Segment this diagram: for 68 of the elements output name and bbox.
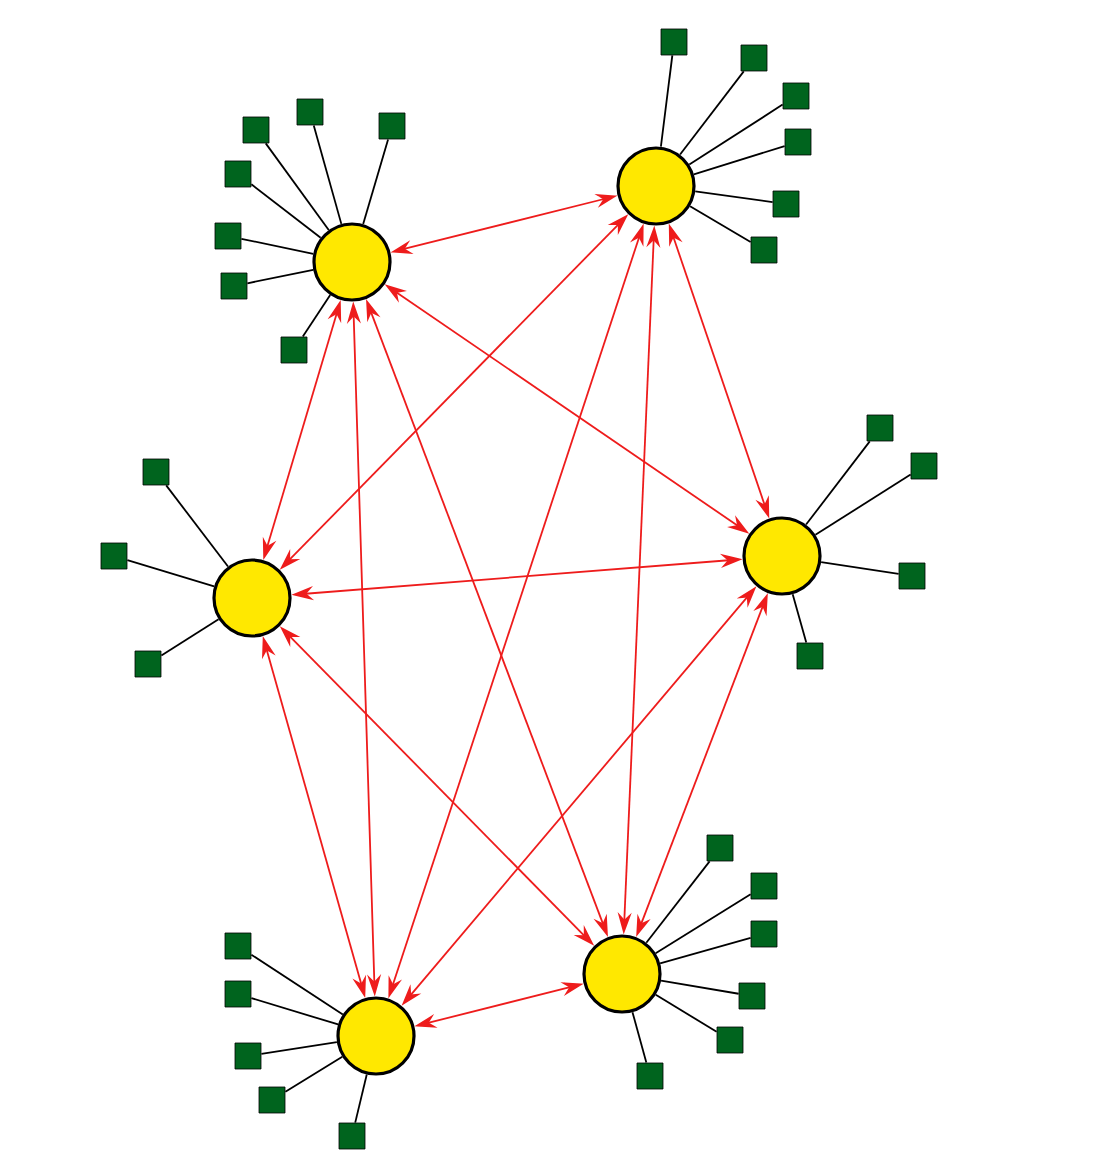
square-node <box>636 1062 664 1090</box>
connector-line <box>250 183 322 239</box>
connector-line <box>260 1041 338 1055</box>
connector-line <box>791 593 808 644</box>
connector-line <box>301 294 332 338</box>
connector-line <box>264 142 330 231</box>
square-node <box>716 1026 744 1054</box>
hub-circle <box>336 996 416 1076</box>
connector-line <box>654 893 752 955</box>
square-node <box>142 458 170 486</box>
connector-line <box>692 145 786 176</box>
square-node <box>750 872 778 900</box>
hub-circle <box>742 516 822 596</box>
square-node <box>338 1122 366 1150</box>
square-node <box>898 562 926 590</box>
connector-line <box>814 473 912 536</box>
square-node <box>242 116 270 144</box>
connector-line <box>660 54 674 148</box>
square-node <box>224 160 252 188</box>
square-node <box>134 650 162 678</box>
connector-line <box>250 953 344 1016</box>
square-node <box>740 44 768 72</box>
connector-line <box>631 1011 648 1064</box>
square-node <box>750 236 778 264</box>
hub-circle <box>212 558 292 638</box>
connector-line <box>246 269 315 285</box>
connector-line <box>645 860 711 944</box>
connector-line <box>820 561 900 575</box>
connector-line <box>160 618 220 657</box>
square-node <box>796 642 824 670</box>
hub-circle <box>616 146 696 226</box>
connector-line <box>679 70 745 156</box>
square-node <box>100 542 128 570</box>
square-node <box>772 190 800 218</box>
square-node <box>910 452 938 480</box>
square-node <box>378 112 406 140</box>
connector-line <box>354 1073 368 1124</box>
connector-line <box>362 138 389 225</box>
connector-line <box>250 997 339 1026</box>
square-node <box>296 98 324 126</box>
square-node <box>866 414 894 442</box>
connector-line <box>660 979 740 995</box>
connector-line <box>688 103 784 166</box>
connector-line <box>284 1055 344 1093</box>
hub-circle <box>582 934 662 1014</box>
square-node <box>738 982 766 1010</box>
square-node <box>234 1042 262 1070</box>
square-node <box>706 834 734 862</box>
square-node <box>224 980 252 1008</box>
square-node <box>258 1086 286 1114</box>
square-node <box>750 920 778 948</box>
square-node <box>660 28 688 56</box>
square-node <box>214 222 242 250</box>
connector-line <box>694 190 774 204</box>
connector-line <box>240 237 315 255</box>
connector-line <box>312 124 343 225</box>
connector-line <box>165 484 229 568</box>
connector-line <box>654 993 718 1033</box>
square-node <box>224 932 252 960</box>
square-node <box>280 336 308 364</box>
connector-line <box>659 936 752 965</box>
connector-line <box>126 559 215 588</box>
square-node <box>782 82 810 110</box>
square-node <box>784 128 812 156</box>
square-node <box>220 272 248 300</box>
connector-line <box>689 205 752 243</box>
connector-line <box>805 440 871 526</box>
hub-circle <box>312 222 392 302</box>
